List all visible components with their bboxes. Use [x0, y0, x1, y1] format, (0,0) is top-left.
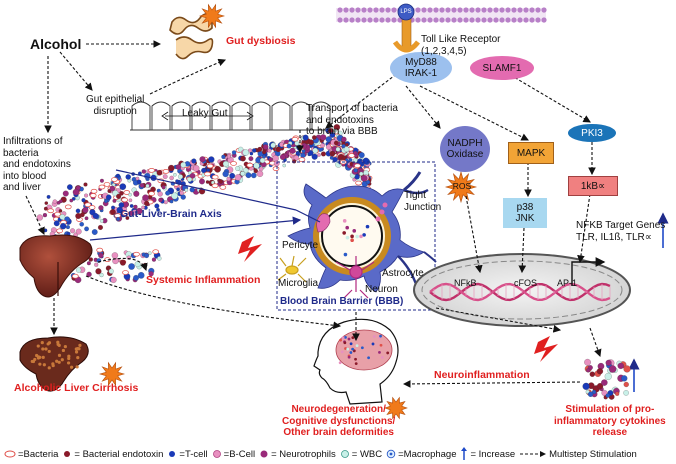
slamf1-label: SLAMF1 — [482, 62, 522, 74]
p38-node: p38 JNK — [503, 198, 547, 228]
cirrhotic-liver-icon — [19, 336, 89, 392]
ikb-node: 1kB∝ — [568, 176, 618, 196]
bbb-box — [276, 161, 436, 311]
liver-icon — [19, 234, 93, 298]
myd88-label: MyD88 IRAK-1 — [404, 57, 438, 79]
brain-burst-icon — [384, 396, 408, 420]
legend-item-multistep: Multistep Stimulation — [519, 449, 637, 460]
nfkb-target-label: NFKB Target Genes TLR, IL1ß, TLR∝ — [576, 220, 666, 243]
tight-junction-marks — [375, 202, 388, 222]
cirrhosis-burst-icon — [98, 361, 126, 387]
tlr-label: Toll Like Receptor (1,2,3,4,5) — [421, 34, 501, 57]
legend-item-b-cell: =B-Cell — [212, 449, 255, 460]
multistep-icon — [520, 451, 547, 457]
neurodegeneration-label: Neurodegeneration/ Cognitive dysfunction… — [282, 404, 396, 438]
neuron-icon — [335, 256, 375, 299]
astrocyte-label: Astrocyte — [382, 268, 424, 279]
intestine-icon — [169, 13, 214, 60]
ros-label: ROS — [452, 181, 472, 192]
legend-item-increase: = Increase — [460, 447, 515, 461]
neuroinflammation-label: Neuroinflammation — [434, 369, 530, 381]
ikb-label: 1kB∝ — [580, 180, 606, 192]
mapk-node: MAPK — [508, 142, 554, 164]
macrophage-icon — [386, 449, 396, 459]
lightning-icon-systemic — [238, 236, 262, 262]
ap1-label: AP-1 — [557, 278, 578, 288]
bacteria-stream — [36, 124, 377, 284]
neuron-label: Neuron — [365, 284, 398, 295]
ros-burst-icon — [444, 170, 478, 204]
myd88-node: MyD88 IRAK-1 — [390, 52, 452, 84]
gut-dysbiosis-label: Gut dysbiosis — [226, 35, 296, 47]
alcohol-label: Alcohol — [30, 36, 82, 52]
t-cell-icon — [169, 451, 176, 457]
legend: =Bacteria = Bacterial endotoxin =T-cell … — [4, 446, 672, 462]
legend-item-t-cell: =T-cell — [167, 449, 208, 460]
slamf1-node: SLAMF1 — [470, 56, 534, 80]
lps-node: LPS — [398, 6, 414, 18]
legend-item-endotoxin: = Bacterial endotoxin — [62, 449, 163, 460]
nadph-node: NADPH Oxidase — [440, 126, 490, 172]
legend-item-neurotrophil: = Neurotrophils — [259, 449, 336, 460]
neurotrophil-icon — [260, 450, 268, 458]
lightning-icon-neuro — [534, 336, 558, 362]
head-brain-icon — [313, 318, 399, 405]
bacteria-icon — [4, 450, 16, 458]
gut-dysbiosis-burst-icon — [198, 3, 226, 29]
b-cell-icon — [212, 450, 221, 458]
increase-icon — [461, 447, 468, 460]
transport-label: Transport of bacteria and endotoxins to … — [306, 103, 398, 137]
pathway-arrows — [25, 40, 602, 388]
ros-node: ROS — [446, 180, 478, 194]
legend-item-bacteria: =Bacteria — [4, 449, 58, 460]
vessel-cells — [342, 219, 370, 257]
wbc-icon — [340, 450, 349, 458]
mapk-label: MAPK — [516, 147, 546, 159]
gut-epithelial-label: Gut epithelial disruption — [86, 94, 145, 117]
cytokine-cluster — [582, 358, 631, 400]
systemic-inflammation-label: Systemic Inflammation — [146, 274, 261, 286]
microglia-icon — [277, 255, 307, 283]
gene-expression-arrow — [571, 257, 606, 286]
pki3-node: PKI3 — [568, 124, 616, 142]
liver-cirrhosis-label: Alcoholic Liver Cirrhosis — [14, 382, 139, 394]
bbb-label: Blood Brain Barrier (BBB) — [280, 296, 404, 307]
tight-junction-label: Tight Junction — [404, 190, 442, 213]
pericyte-icon — [316, 213, 331, 233]
axis-lines — [89, 169, 321, 241]
toll-like-receptor-icon — [392, 3, 420, 53]
cell-membrane — [336, 7, 547, 23]
nfkb-label: NFkB — [454, 278, 477, 288]
nadph-label: NADPH Oxidase — [446, 138, 484, 160]
microglia-label: Microglia — [278, 278, 319, 289]
legend-item-wbc: = WBC — [340, 449, 382, 460]
endotoxin-icon — [64, 451, 71, 457]
lps-label: LPS — [400, 8, 412, 15]
leaky-gut-villi — [131, 101, 331, 130]
cfos-label: cFOS — [514, 278, 538, 288]
leaky-gut-label: Leaky Gut — [182, 108, 228, 119]
dna-helix-icon — [429, 282, 611, 302]
legend-item-macrophage: =Macrophage — [386, 449, 456, 460]
infiltrations-label: Infiltrations of bacteria and endotoxins… — [3, 136, 71, 193]
cytokines-label: Stimulation of pro- inflammatory cytokin… — [554, 404, 666, 438]
pki3-label: PKI3 — [581, 127, 603, 139]
pericyte-label: Pericyte — [282, 240, 319, 251]
nuclear-envelope — [421, 260, 623, 320]
p38-label: p38 JNK — [515, 202, 535, 224]
gut-liver-brain-axis-label: Gut-Liver-Brain Axis — [120, 208, 222, 220]
